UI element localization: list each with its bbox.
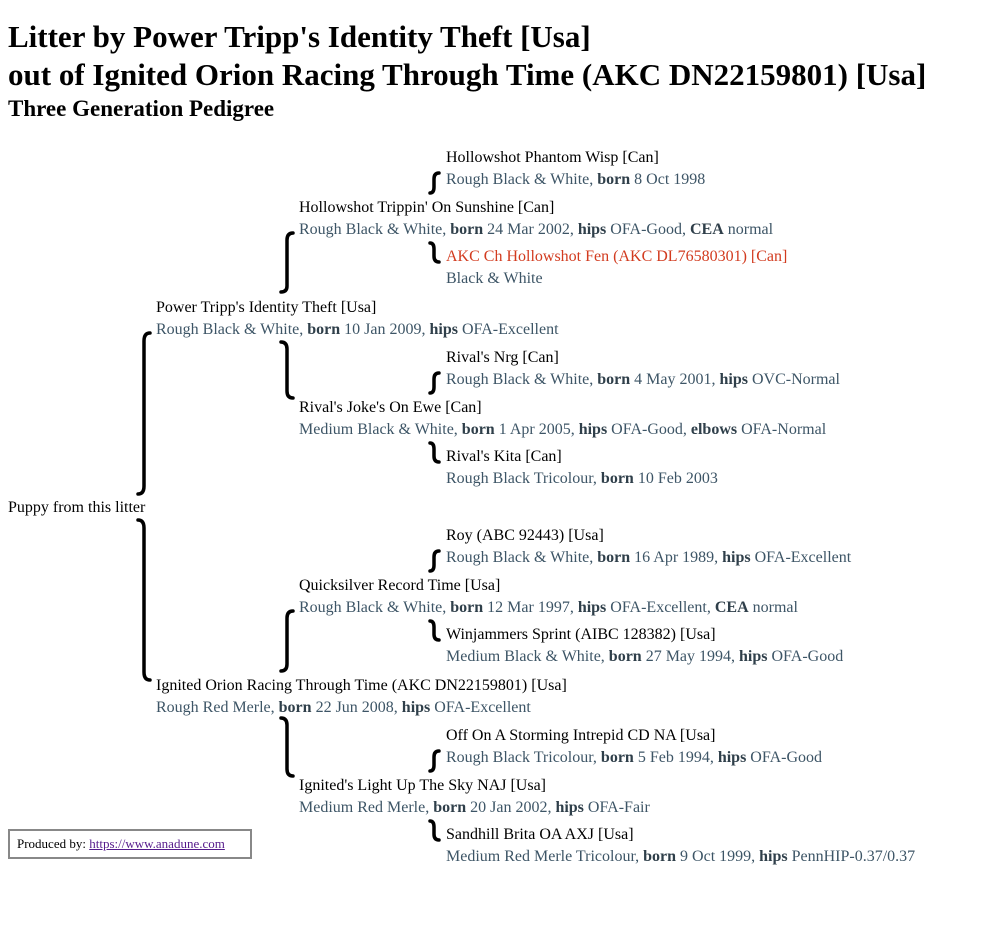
produced-by-box: Produced by: https://www.anadune.com	[8, 829, 252, 859]
dog-details: Medium Black & White, born 27 May 1994, …	[446, 648, 844, 665]
dog-sire-dam: Rival's Joke's On Ewe [Can] Medium Black…	[299, 397, 826, 441]
bracket-ss-lower	[428, 241, 441, 264]
dog-name: Hollowshot Trippin' On Sunshine [Can]	[299, 199, 555, 216]
dog-details: Rough Black & White, born 16 Apr 1989, h…	[446, 549, 852, 566]
dog-name: Roy (ABC 92443) [Usa]	[446, 527, 604, 544]
dog-details: Rough Black Tricolour, born 10 Feb 2003	[446, 470, 718, 487]
bracket-dam-upper	[279, 609, 295, 673]
dog-sire: Power Tripp's Identity Theft [Usa] Rough…	[156, 297, 559, 341]
dog-details: Medium Black & White, born 1 Apr 2005, h…	[299, 421, 827, 438]
bracket-sire-upper	[279, 231, 295, 294]
dog-name-highlighted: AKC Ch Hollowshot Fen (AKC DL76580301) […	[446, 248, 788, 265]
bracket-dam-lower	[279, 716, 295, 778]
title-line-2: out of Ignited Orion Racing Through Time…	[8, 57, 927, 92]
dog-dam-dam: Ignited's Light Up The Sky NAJ [Usa] Med…	[299, 775, 650, 819]
bracket-root-lower	[136, 518, 152, 682]
dog-name: Ignited's Light Up The Sky NAJ [Usa]	[299, 777, 547, 794]
dog-sire-sire-dam: AKC Ch Hollowshot Fen (AKC DL76580301) […	[446, 246, 787, 290]
dog-name: Off On A Storming Intrepid CD NA [Usa]	[446, 727, 716, 744]
dog-dam-dam-dam: Sandhill Brita OA AXJ [Usa] Medium Red M…	[446, 824, 915, 868]
dog-details: Medium Red Merle, born 20 Jan 2002, hips…	[299, 799, 650, 816]
bracket-sire-lower	[279, 340, 295, 400]
dog-details: Rough Black & White, born 12 Mar 1997, h…	[299, 599, 798, 616]
dog-sire-dam-dam: Rival's Kita [Can] Rough Black Tricolour…	[446, 446, 718, 490]
dog-name: Winjammers Sprint (AIBC 128382) [Usa]	[446, 626, 716, 643]
dog-sire-dam-sire: Rival's Nrg [Can] Rough Black & White, b…	[446, 347, 840, 391]
bracket-dd-upper	[428, 749, 441, 773]
bracket-ss-upper	[428, 171, 441, 195]
dog-details: Rough Black & White, born 8 Oct 1998	[446, 171, 706, 188]
dog-name: Rival's Nrg [Can]	[446, 349, 559, 366]
page-subtitle: Three Generation Pedigree	[8, 96, 275, 121]
dog-dam-sire-dam: Winjammers Sprint (AIBC 128382) [Usa] Me…	[446, 624, 843, 668]
anadune-link[interactable]: https://www.anadune.com	[89, 836, 225, 851]
dog-details: Rough Black & White, born 4 May 2001, hi…	[446, 371, 840, 388]
dog-name: Ignited Orion Racing Through Time (AKC D…	[156, 677, 567, 694]
puppy-label: Puppy from this litter	[8, 499, 146, 516]
dog-dam-sire-sire: Roy (ABC 92443) [Usa] Rough Black & Whit…	[446, 525, 851, 569]
dog-details: Rough Black & White, born 10 Jan 2009, h…	[156, 321, 559, 338]
bracket-sd-upper	[428, 371, 441, 395]
dog-name: Hollowshot Phantom Wisp [Can]	[446, 149, 659, 166]
dog-dam-dam-sire: Off On A Storming Intrepid CD NA [Usa] R…	[446, 725, 822, 769]
title-line-1: Litter by Power Tripp's Identity Theft […	[8, 19, 591, 54]
dog-name: Rival's Joke's On Ewe [Can]	[299, 399, 482, 416]
dog-details: Medium Red Merle Tricolour, born 9 Oct 1…	[446, 848, 916, 865]
dog-dam: Ignited Orion Racing Through Time (AKC D…	[156, 675, 567, 719]
dog-name: Sandhill Brita OA AXJ [Usa]	[446, 826, 634, 843]
produced-by-label: Produced by:	[17, 836, 86, 851]
bracket-ds-lower	[428, 619, 441, 642]
bracket-ds-upper	[428, 549, 441, 573]
dog-details: Rough Black Tricolour, born 5 Feb 1994, …	[446, 749, 822, 766]
bracket-dd-lower	[428, 819, 441, 842]
bracket-sd-lower	[428, 441, 441, 464]
dog-name: Power Tripp's Identity Theft [Usa]	[156, 299, 377, 316]
dog-name: Quicksilver Record Time [Usa]	[299, 577, 501, 594]
dog-sire-sire: Hollowshot Trippin' On Sunshine [Can] Ro…	[299, 197, 773, 241]
bracket-root-upper	[136, 331, 152, 496]
dog-details: Rough Red Merle, born 22 Jun 2008, hips …	[156, 699, 531, 716]
dog-name: Rival's Kita [Can]	[446, 448, 562, 465]
dog-details: Rough Black & White, born 24 Mar 2002, h…	[299, 221, 774, 238]
dog-details: Black & White	[446, 270, 543, 287]
dog-sire-sire-sire: Hollowshot Phantom Wisp [Can] Rough Blac…	[446, 147, 705, 191]
dog-dam-sire: Quicksilver Record Time [Usa] Rough Blac…	[299, 575, 798, 619]
